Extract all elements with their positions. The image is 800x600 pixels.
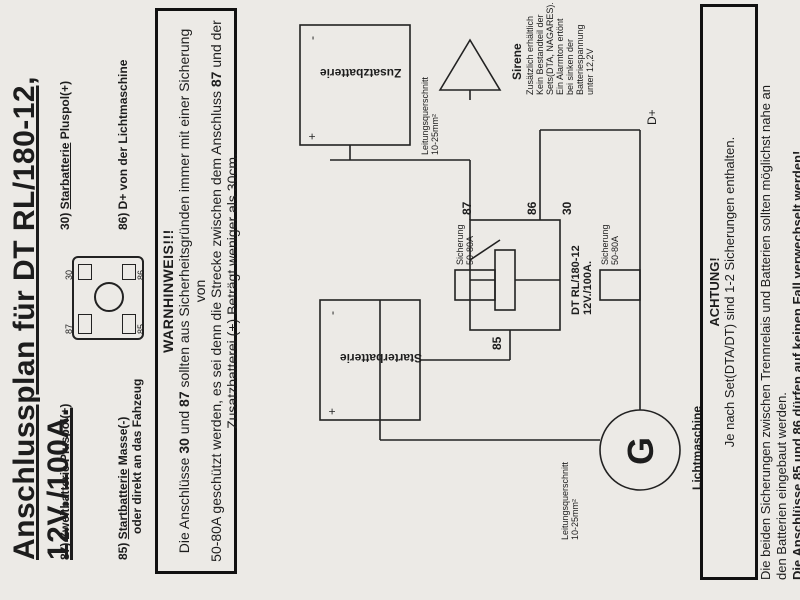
relay-label-line: 12V./100A. xyxy=(582,260,594,315)
leitung-bottom-line: 10-25mm² xyxy=(570,498,580,540)
fuse-right-box xyxy=(599,269,641,301)
sirene-note-line: Sets(DTA, NAGARES). xyxy=(545,2,555,95)
fuse-left-box xyxy=(454,269,496,301)
achtung-text: Je nach Set(DTA/DT) sind 1-2 Sicherungen… xyxy=(722,136,737,448)
pin-87-label: 87 xyxy=(460,201,474,215)
achtung-box: ACHTUNG! Je nach Set(DTA/DT) sind 1-2 Si… xyxy=(700,4,758,580)
relay-label: DT RL/180-12 12V./100A. xyxy=(570,245,594,315)
fuse-right-line: Sicherung xyxy=(600,224,610,265)
relay-box xyxy=(469,219,561,331)
sirene-note-line: Zusätzlich erhältlich xyxy=(525,15,535,95)
sirene-note-line: unter 12,2V xyxy=(585,48,595,95)
zusatzbatterie-label: Zusatzbatterie xyxy=(320,66,402,80)
leitung-top-line: Leitungsquerschnitt xyxy=(420,76,430,155)
fuse-left-line: Sicherung xyxy=(455,224,465,265)
footer-line1: Die beiden Sicherungen zwischen Trennrel… xyxy=(758,84,773,580)
starterbatterie-label: Starterbatterie xyxy=(340,351,423,365)
starter-plus-label: + xyxy=(325,407,339,415)
fuse-right-label: Sicherung 50-80A xyxy=(600,224,620,265)
relay-coil-icon xyxy=(494,249,516,311)
sirene-note-line: Kein Bestandteil der xyxy=(535,14,545,95)
sirene-note-line: Ein Alarmton ertönt xyxy=(555,18,565,95)
footer-notes: Die beiden Sicherungen zwischen Trennrel… xyxy=(758,0,800,580)
generator-icon: G xyxy=(620,436,661,465)
leitung-top-line: 10-25mm² xyxy=(430,113,440,155)
achtung-title: ACHTUNG! xyxy=(707,257,722,327)
sirene-note: Zusätzlich erhältlich Kein Bestandteil d… xyxy=(525,2,595,95)
sirene-label: Sirene xyxy=(510,43,524,80)
sirene-note-line: bei sinken der xyxy=(565,38,575,95)
pin-30-label: 30 xyxy=(560,201,574,215)
pin-85-label: 85 xyxy=(490,336,504,350)
relay-label-line: DT RL/180-12 xyxy=(570,245,582,315)
sirene-note-line: Batteriespannung xyxy=(575,24,585,95)
leitung-bottom-line: Leitungsquerschnitt xyxy=(560,461,570,540)
dplus-label: D+ xyxy=(645,109,659,125)
fuse-left-line: 50-80A xyxy=(465,235,475,265)
fuse-left-label: Sicherung 50-80A xyxy=(455,224,475,265)
relay-switch-icon xyxy=(469,239,501,261)
zusatzbatterie-box xyxy=(299,24,411,146)
footer-line2: den Batterien eingebaut werden. xyxy=(774,392,789,580)
pin-86-label: 86 xyxy=(525,201,539,215)
zusatz-plus-label: + xyxy=(305,132,319,140)
leitung-bottom-label: Leitungsquerschnitt 10-25mm² xyxy=(560,462,580,540)
starter-minus-label: - xyxy=(325,311,339,315)
leitung-top-label: Leitungsquerschnitt 10-25mm² xyxy=(420,77,440,155)
zusatz-minus-label: - xyxy=(305,36,319,40)
footer-line3: Die Anschlüsse 85 und 86 dürfen auf kein… xyxy=(790,150,800,580)
fuse-right-line: 50-80A xyxy=(610,235,620,265)
siren-icon xyxy=(438,38,502,91)
